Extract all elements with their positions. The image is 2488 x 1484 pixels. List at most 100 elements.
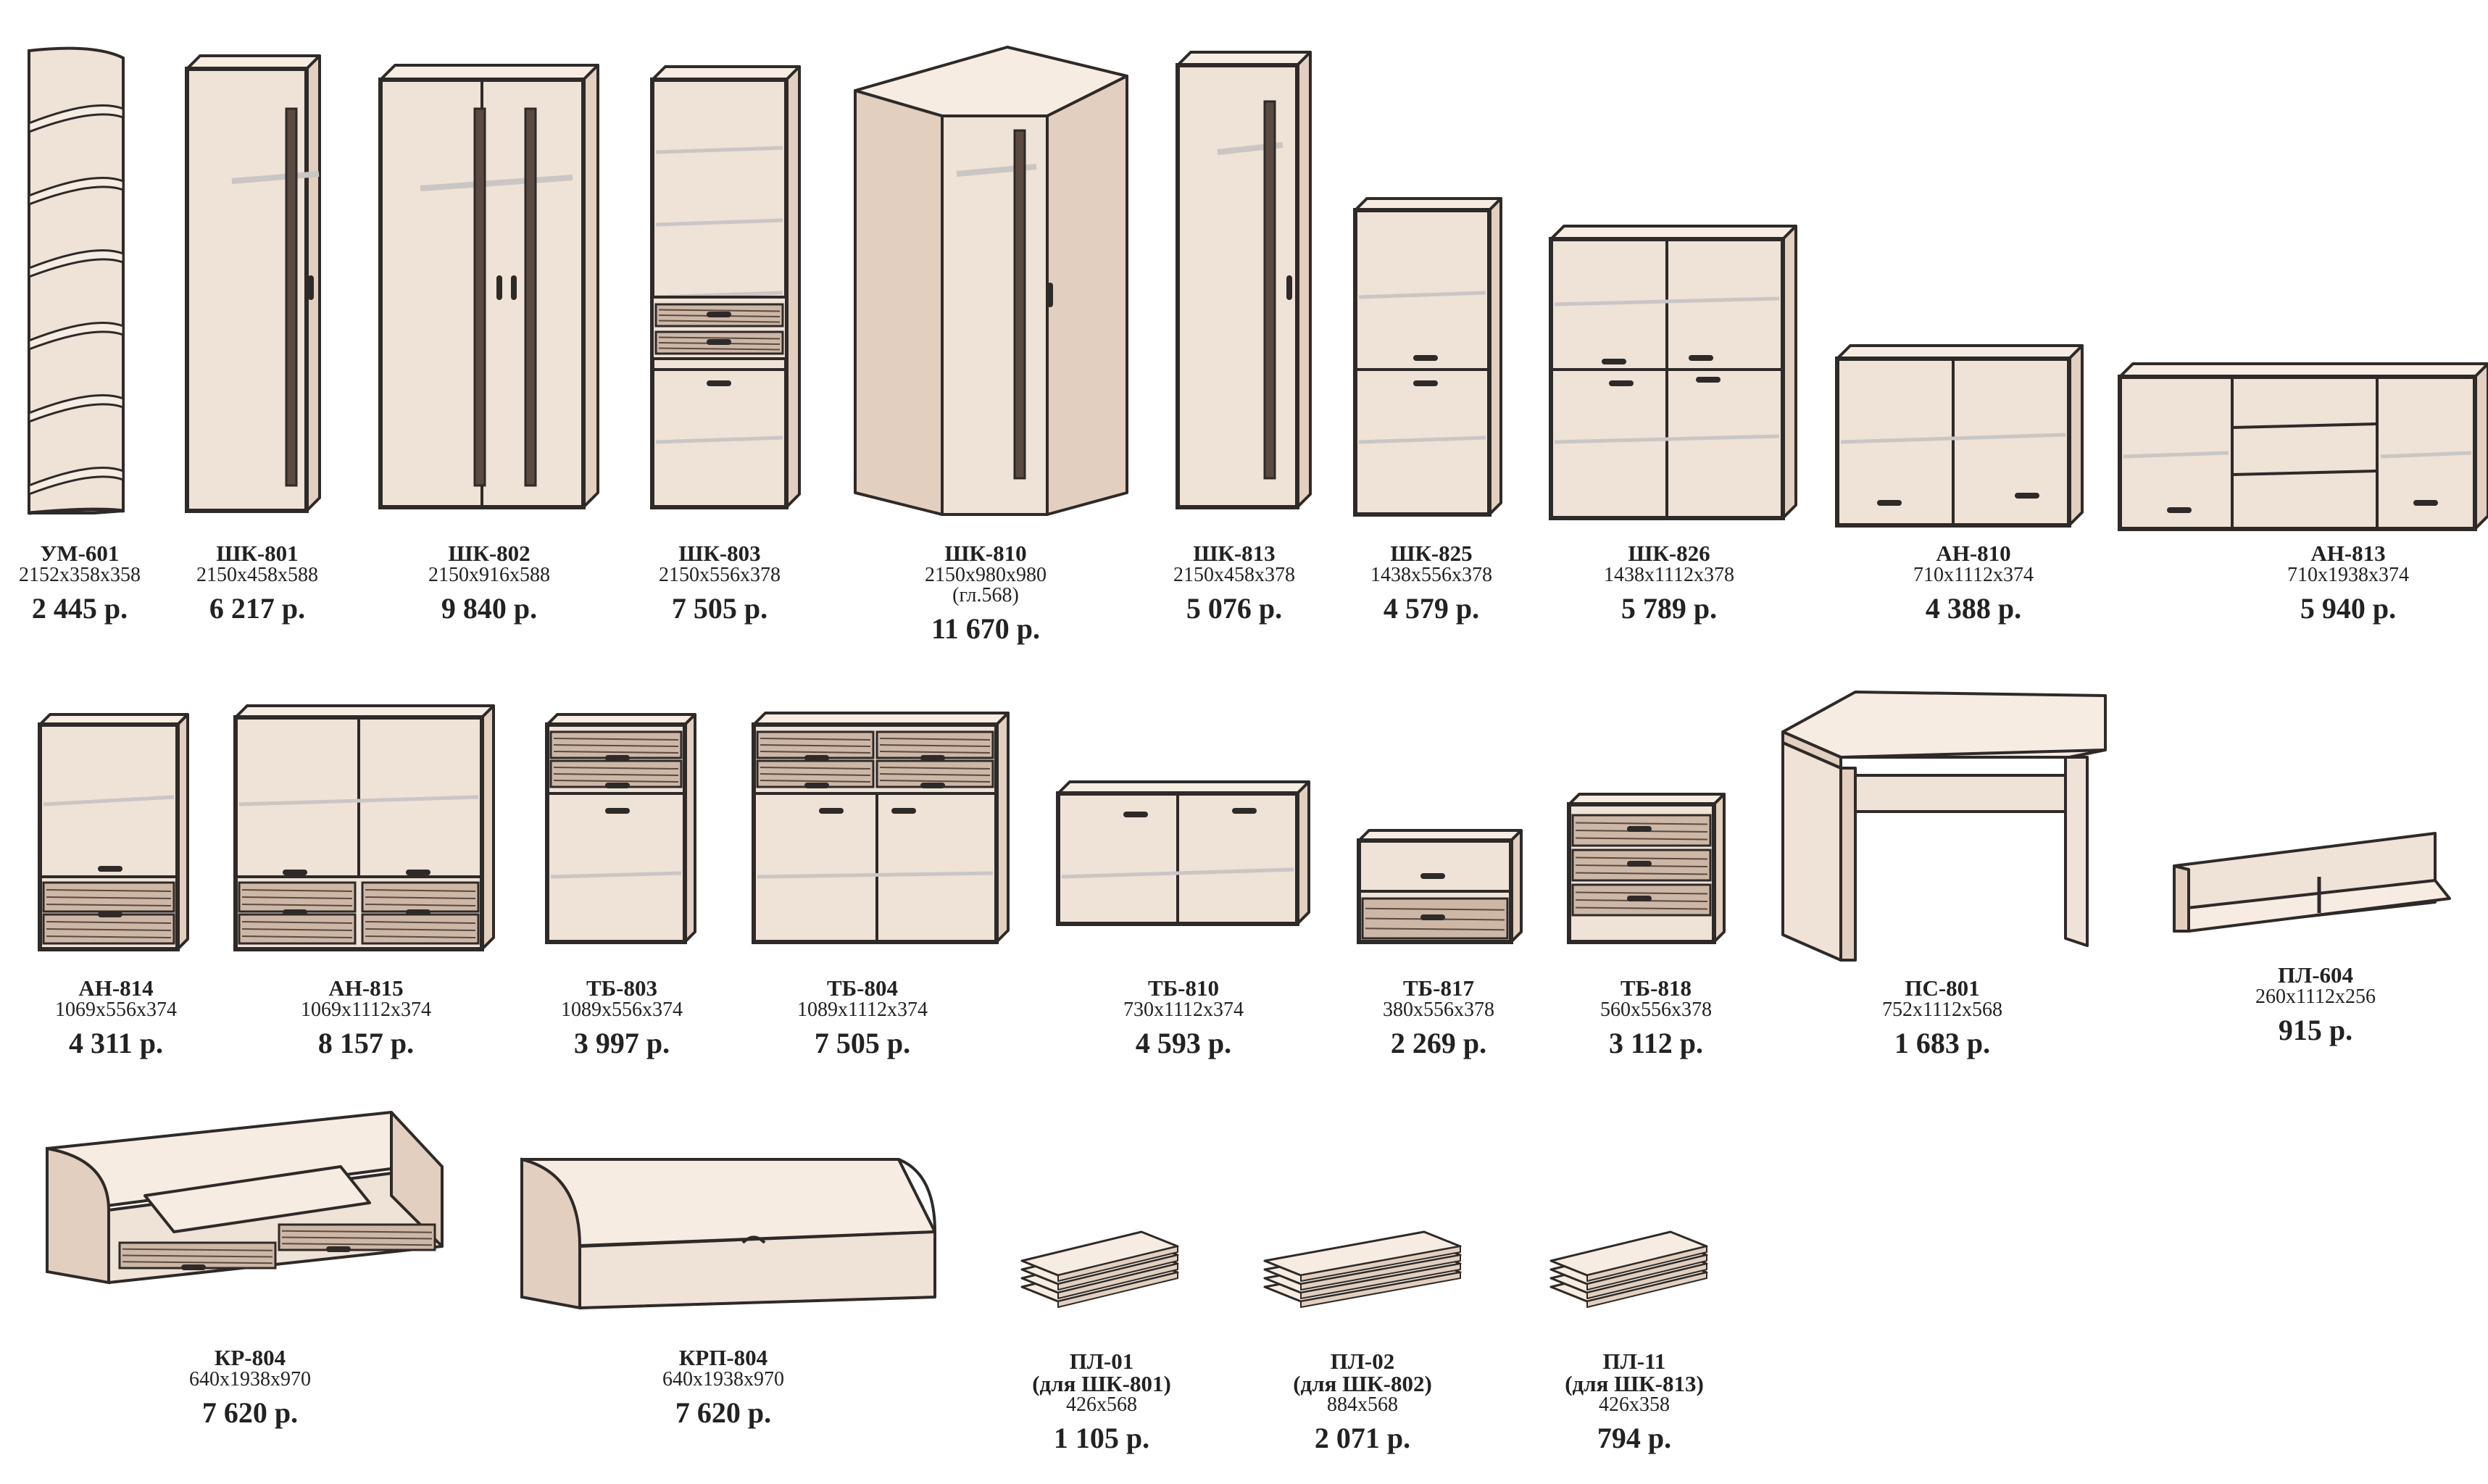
item-dims: 560х556х378 [1600,999,1712,1021]
item-price: 4 579 р. [1383,592,1480,625]
item-price: 4 311 р. [68,1027,164,1059]
item-dims: 640х1938х970 [662,1368,784,1391]
item-code: ПЛ-11 [1602,1348,1666,1374]
item-note: (для ШК-801) [1032,1371,1171,1396]
item-code: ТБ-804 [826,975,898,1001]
item-price: 2 269 р. [1390,1027,1487,1059]
item-code: АН-814 [78,975,154,1001]
double-showcase-icon [233,704,495,951]
item-dims: 2150х458х588 [196,564,318,586]
item-dims: 884х568 [1327,1393,1398,1416]
item-price: 5 789 р. [1620,592,1718,625]
bed-icon [520,1157,936,1310]
item-dims: 426х358 [1599,1393,1670,1416]
narrow-wardrobe-icon [1176,51,1312,509]
item-price: 915 р. [2278,1014,2353,1046]
wall-cabinet-icon [1835,344,2084,528]
wall-shelf-icon [2173,832,2451,933]
item-dims: 2150х980х980 [925,564,1047,586]
item-price: 4 593 р. [1135,1027,1232,1059]
bed-with-drawers-icon [46,1111,444,1285]
item-code: ШК-801 [216,541,299,566]
item-note: (для ШК-813) [1565,1371,1704,1396]
item-dims: 380х556х378 [1383,999,1494,1021]
item-code: ШК-813 [1193,541,1276,566]
showcase-icon [38,713,189,951]
item-code: ТБ-818 [1620,975,1692,1001]
item-dims: 710х1112х374 [1913,564,2034,586]
item-dims: 640х1938х970 [189,1368,311,1391]
shelf-set-icon [1549,1230,1708,1308]
item-dims: 730х1112х374 [1123,999,1244,1021]
item-code: АН-813 [2310,541,2386,566]
item-price: 3 112 р. [1608,1027,1704,1059]
desk-icon [1781,691,2107,962]
long-wall-cabinet-icon [2118,362,2488,531]
corner-wardrobe-icon [854,46,1128,516]
item-price: 7 620 р. [675,1396,772,1429]
item-price: 6 217 р. [209,592,306,625]
item-code: ШК-803 [678,541,761,566]
double-glass-cabinet-icon [1549,225,1797,520]
shelving-cabinet-icon [650,65,801,509]
item-dims: 2150х916х588 [428,564,550,586]
tv-stand-icon [1056,780,1310,926]
item-pl11[interactable]: ПЛ-11(для ШК-813)426х358 794 р. [1565,1350,1704,1454]
item-code: ТБ-810 [1147,975,1219,1001]
item-dims: 1089х556х374 [561,999,683,1021]
one-door-wardrobe-icon [185,54,321,513]
item-code: ПЛ-01 [1069,1348,1134,1374]
chest-of-drawers-icon [1567,793,1726,944]
item-price: 8 157 р. [317,1027,415,1059]
item-price: 794 р. [1597,1422,1672,1454]
item-code: ПЛ-02 [1330,1348,1395,1374]
item-dims: 1089х1112х374 [797,999,928,1021]
item-dims: 426х568 [1066,1393,1137,1416]
item-dims: 2150х556х378 [659,564,781,586]
item-price: 2 445 р. [31,592,128,625]
item-price: 5 076 р. [1186,592,1283,625]
item-pl01[interactable]: ПЛ-01(для ШК-801)426х568 1 105 р. [1032,1350,1171,1454]
two-door-wardrobe-icon [378,64,599,509]
item-code: КРП-804 [678,1345,768,1370]
item-dims: 1438х1112х378 [1604,564,1734,586]
item-price: 5 940 р. [2300,592,2397,625]
item-code: ШК-810 [944,541,1027,566]
item-code: ШК-826 [1628,541,1710,566]
item-code: АН-815 [328,975,404,1001]
item-dims: 1438х556х378 [1370,564,1492,586]
item-price: 3 997 р. [573,1027,670,1059]
item-code: АН-810 [1936,541,2011,566]
item-dims: 752х1112х568 [1882,999,2002,1021]
item-price: 1 105 р. [1053,1422,1150,1454]
item-code: УМ-601 [40,541,120,566]
item-dims: 260х1112х256 [2255,985,2376,1008]
item-price: 2 071 р. [1314,1422,1411,1454]
item-code: ПЛ-604 [2277,962,2354,988]
glass-cabinet-icon [1353,197,1502,517]
wide-dresser-icon [752,712,1010,944]
